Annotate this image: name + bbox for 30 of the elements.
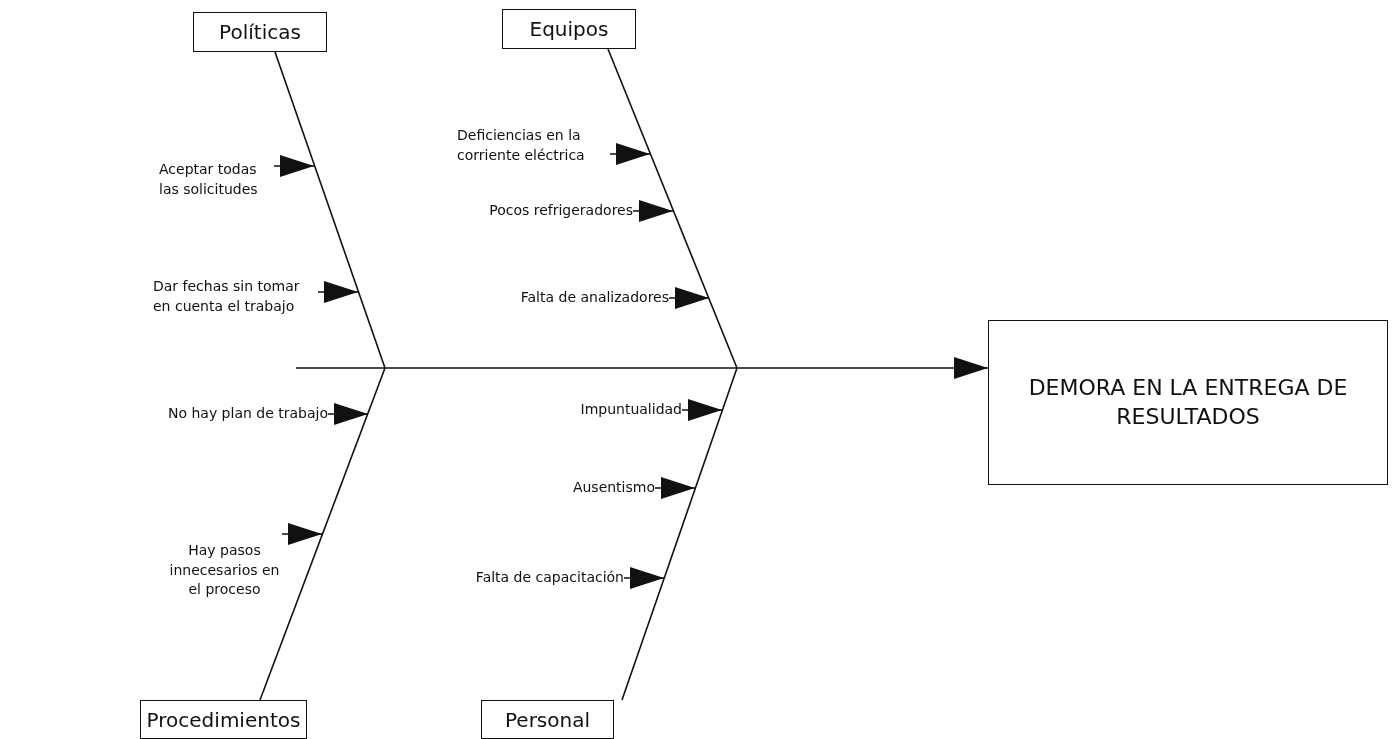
- category-box: Equipos: [502, 9, 636, 49]
- cause-label: Falta de analizadores: [520, 288, 669, 308]
- category-box: Políticas: [193, 12, 327, 52]
- cause-label: Impuntualidad: [580, 400, 682, 420]
- cause-label: Pocos refrigeradores: [489, 201, 633, 221]
- bone-line: [259, 367, 386, 701]
- cause-arrow: [281, 523, 323, 545]
- cause-label: Dar fechas sin tomar en cuenta el trabajo: [153, 277, 318, 317]
- cause-arrow: [317, 281, 359, 303]
- cause-arrow: [668, 287, 710, 309]
- spine-arrow: [295, 357, 989, 379]
- cause-label: Falta de capacitación: [475, 568, 624, 588]
- cause-label: Hay pasos innecesarios en el proceso: [167, 540, 282, 600]
- category-box: Procedimientos: [140, 700, 307, 739]
- cause-arrow: [681, 399, 723, 421]
- bone-line: [621, 367, 738, 701]
- cause-arrow: [632, 200, 674, 222]
- cause-label: No hay plan de trabajo: [167, 404, 328, 424]
- bone-line: [607, 48, 738, 369]
- effect-box: DEMORA EN LA ENTREGA DE RESULTADOS: [988, 320, 1388, 485]
- cause-arrow: [654, 477, 696, 499]
- bone-line: [274, 51, 386, 369]
- cause-arrow: [609, 143, 651, 165]
- cause-arrow: [273, 155, 315, 177]
- cause-label: Ausentismo: [572, 478, 655, 498]
- cause-label: Aceptar todas las solicitudes: [159, 160, 274, 200]
- cause-arrow: [327, 403, 369, 425]
- category-box: Personal: [481, 700, 614, 739]
- cause-arrow: [623, 567, 665, 589]
- cause-label: Deficiencias en la corriente eléctrica: [457, 126, 610, 166]
